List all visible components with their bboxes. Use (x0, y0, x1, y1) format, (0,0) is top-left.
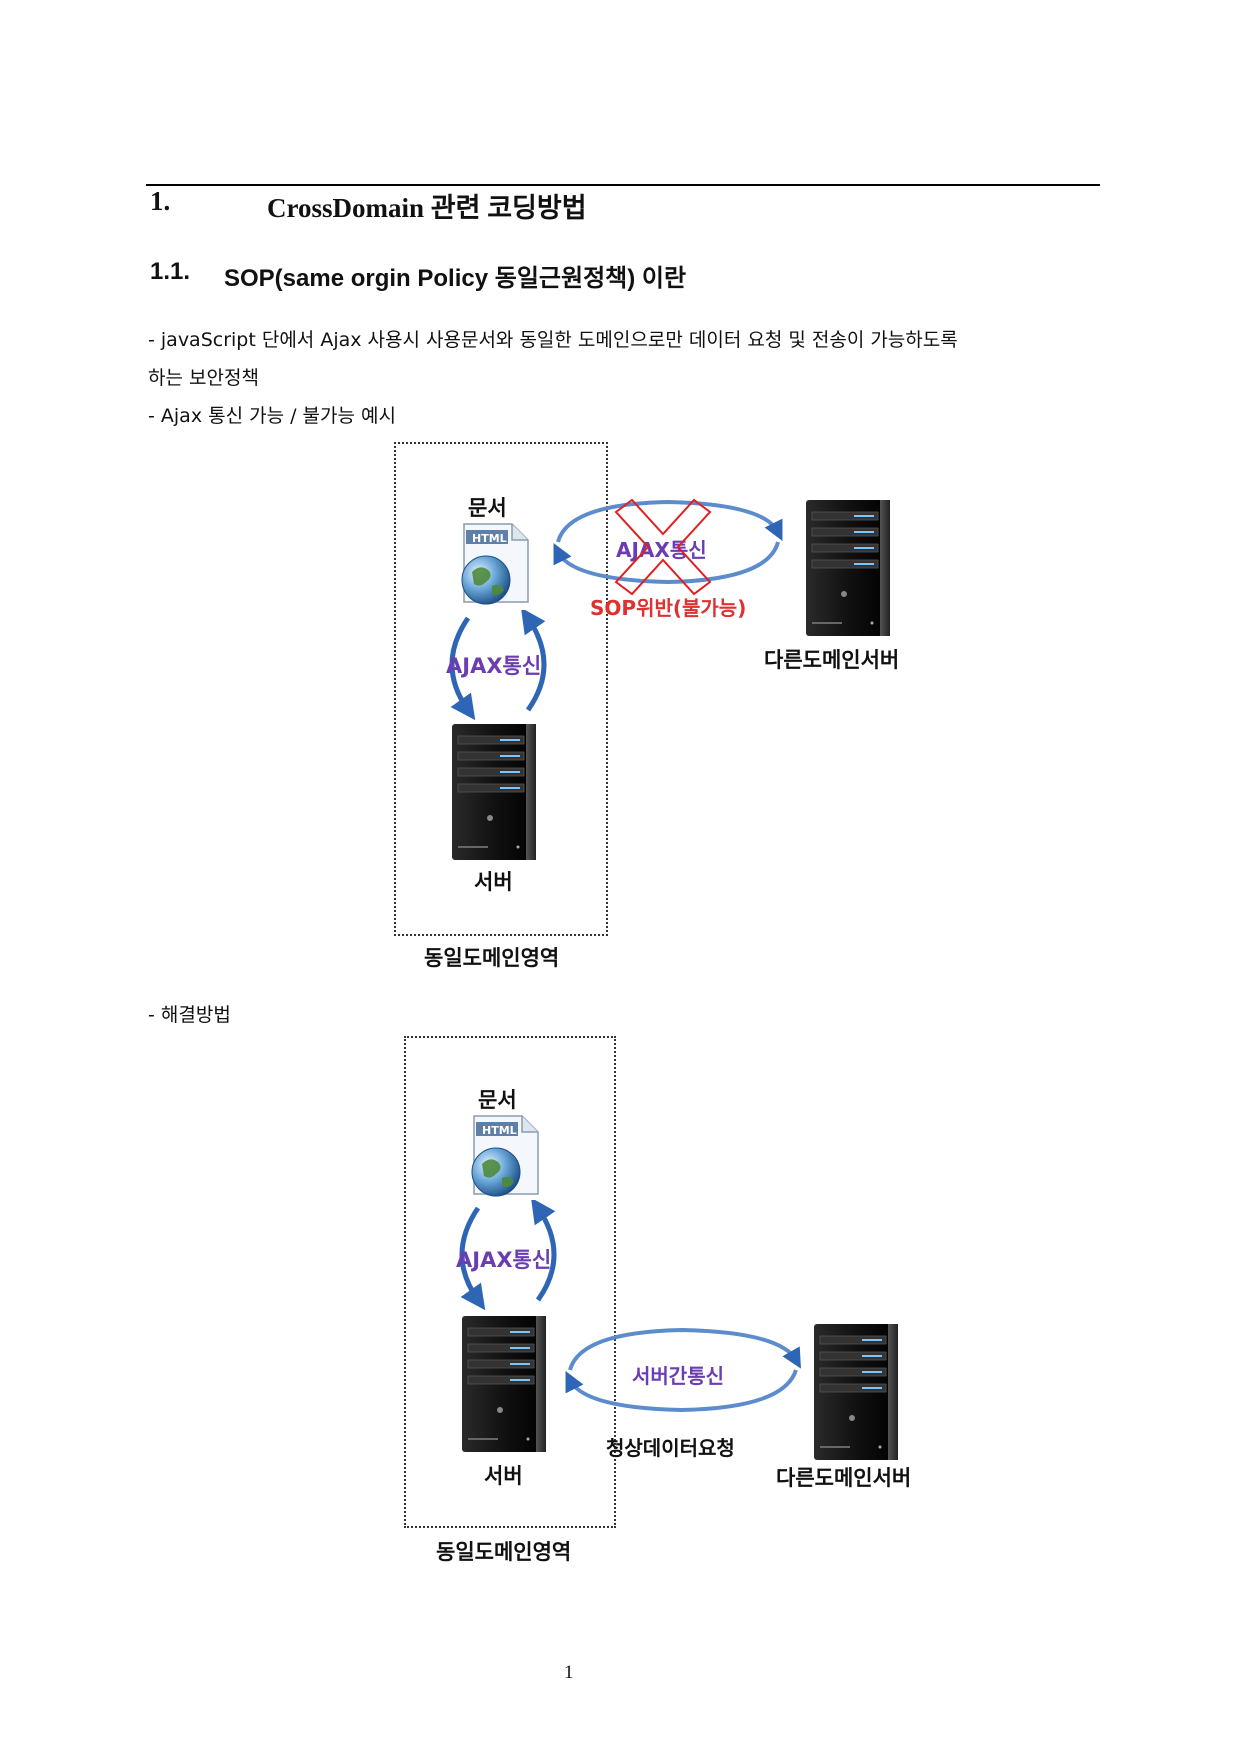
heading2-title: SOP(same orgin Policy 동일근원정책) 이란 (224, 265, 687, 292)
document-label: 문서 (478, 1088, 517, 1112)
ajax-local-arrows (449, 610, 547, 720)
server-to-server-label: 서버간통신 (632, 1364, 724, 1388)
ajax-cross-domain-arrows (553, 499, 783, 585)
other-domain-server-label: 다른도메인서버 (764, 648, 900, 672)
server-label: 서버 (484, 1464, 523, 1488)
paragraph-line: 하는 보안정책 (148, 367, 259, 389)
diagram-sop-violation: 문서 HTML AJAX통신 서버 동일도메인영역 AJAX통신 SOP위반(불… (330, 430, 950, 970)
heading-rule (146, 184, 1100, 186)
ajax-local-label: AJAX통신 (456, 1248, 552, 1272)
same-domain-label: 동일도메인영역 (436, 1540, 572, 1564)
server-icon (448, 722, 538, 862)
paragraph-line: - Ajax 통신 가능 / 불가능 예시 (148, 405, 396, 427)
paragraph-line: - 해결방법 (148, 1004, 231, 1026)
html-badge: HTML (472, 532, 507, 545)
request-label: 청상데이터요청 (606, 1436, 735, 1460)
same-domain-boundary (404, 1036, 616, 1528)
server-to-server-arrows (565, 1327, 801, 1413)
other-domain-server-icon (802, 498, 892, 638)
document-label: 문서 (468, 496, 507, 520)
heading1-title: CrossDomain 관련 코딩방법 (267, 193, 587, 223)
diagram-server-proxy: 문서 HTML AJAX통신 서버 동일도메인영역 서버간통신 청상데이터요청 … (340, 1030, 960, 1570)
server-label: 서버 (474, 870, 513, 894)
html-badge: HTML (482, 1124, 517, 1137)
heading2-number: 1.1. (150, 258, 191, 285)
sop-violation-label: SOP위반(불가능) (590, 596, 747, 620)
ajax-local-arrows (459, 1200, 557, 1310)
other-domain-server-icon (810, 1322, 900, 1462)
heading1-number: 1. (150, 186, 171, 216)
page-number: 1 (564, 1662, 574, 1683)
ajax-local-label: AJAX통신 (446, 654, 542, 678)
same-domain-label: 동일도메인영역 (424, 946, 560, 970)
same-domain-boundary (394, 442, 608, 936)
ajax-cross-label: AJAX통신 (616, 538, 707, 562)
server-icon (458, 1314, 548, 1454)
paragraph-line: - javaScript 단에서 Ajax 사용시 사용문서와 동일한 도메인으… (148, 329, 958, 351)
blocked-x-icon (614, 498, 712, 596)
other-domain-server-label: 다른도메인서버 (776, 1466, 912, 1490)
